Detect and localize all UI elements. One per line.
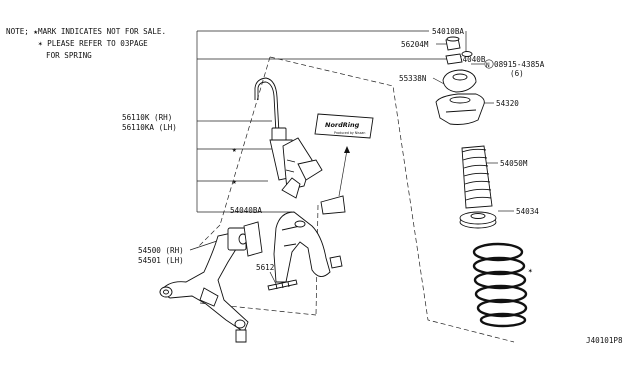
left-leader-bracket — [196, 30, 452, 213]
label-56110K-rh: 56110K (RH) — [122, 113, 172, 122]
n-circle-symbol: N — [484, 59, 494, 69]
note-line-3: FOR SPRING — [46, 51, 92, 60]
svg-text:N: N — [486, 62, 490, 69]
label-55338N: 55338N — [399, 74, 427, 83]
coil-spring — [472, 242, 528, 328]
label-54010BA: 54010BA — [432, 27, 464, 36]
label-54040B: 54040B — [458, 55, 486, 64]
diagram-id: J40101P8 — [586, 336, 623, 345]
bolt-56127N — [267, 279, 298, 291]
label-08915-qty: (6) — [510, 69, 524, 78]
note-line-1: NOTE; ★MARK INDICATES NOT FOR SALE. — [6, 27, 166, 36]
label-54034: 54034 — [516, 207, 539, 216]
label-54050M: 54050M — [500, 159, 528, 168]
dust-boot — [461, 145, 493, 209]
top-mount-stack — [435, 36, 485, 125]
label-56110KA-lh: 56110KA (LH) — [122, 123, 177, 132]
svg-text:Produced by Nissan: Produced by Nissan — [334, 131, 365, 135]
note-line-2: ✶ PLEASE REFER TO 03PAGE — [38, 39, 148, 48]
star-mark-2: ★ — [232, 177, 237, 186]
label-54501-lh: 54501 (LH) — [138, 256, 184, 265]
spring-asterisk: ✶ — [528, 266, 533, 275]
label-56127N: 56127N — [256, 263, 284, 272]
spring-seat — [459, 211, 497, 229]
star-mark-1: ★ — [232, 145, 237, 154]
label-54040BA: 54040BA — [230, 206, 262, 215]
label-54500-rh: 54500 (RH) — [138, 246, 184, 255]
bump-stop — [320, 195, 346, 215]
label-54320: 54320 — [496, 99, 519, 108]
strut-assembly — [254, 77, 323, 199]
label-56204M: 56204M — [401, 40, 429, 49]
lower-control-arm — [159, 221, 263, 343]
steering-knuckle — [273, 211, 343, 283]
svg-text:NordRing: NordRing — [325, 121, 360, 129]
label-08915-4385A: 08915-4385A — [494, 60, 545, 69]
nurburgring-logo: NordRing Produced by Nissan — [314, 113, 374, 139]
